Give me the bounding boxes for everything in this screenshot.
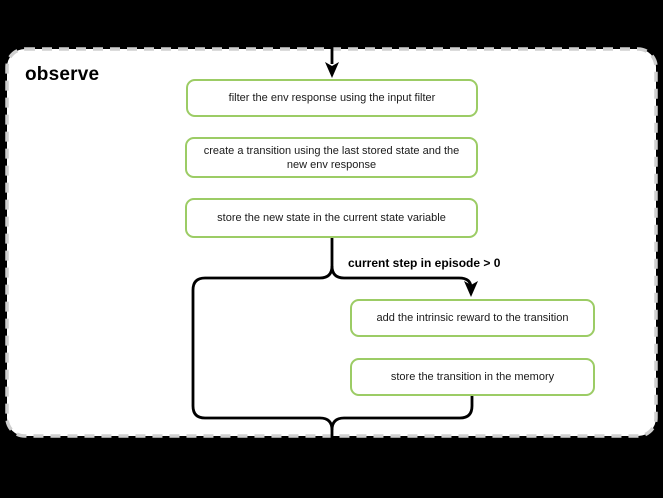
flow-node-label: create a transition using the last store…: [203, 144, 460, 171]
condition-arrowhead-icon: [464, 281, 478, 297]
entry-arrowhead-icon: [325, 62, 339, 78]
observe-title: observe: [25, 64, 100, 85]
flow-node-filter-env-response: filter the env response using the input …: [186, 79, 478, 117]
flow-node-add-intrinsic-reward: add the intrinsic reward to the transiti…: [350, 299, 595, 337]
flow-node-label: filter the env response using the input …: [228, 92, 436, 104]
flow-edge-node5-exit: [330, 394, 474, 431]
flow-edge-condition-branch: [330, 265, 473, 292]
flow-node-create-transition: create a transition using the last store…: [185, 137, 478, 178]
flow-node-store-new-state: store the new state in the current state…: [185, 198, 478, 238]
condition-label: current step in episode > 0: [348, 256, 501, 270]
flow-node-label: store the transition in the memory: [390, 371, 555, 383]
flow-node-store-transition-memory: store the transition in the memory: [350, 358, 595, 396]
flow-node-label: add the intrinsic reward to the transiti…: [376, 312, 569, 324]
flow-edge-else-branch: [191, 236, 334, 470]
flow-node-label: store the new state in the current state…: [217, 212, 446, 224]
